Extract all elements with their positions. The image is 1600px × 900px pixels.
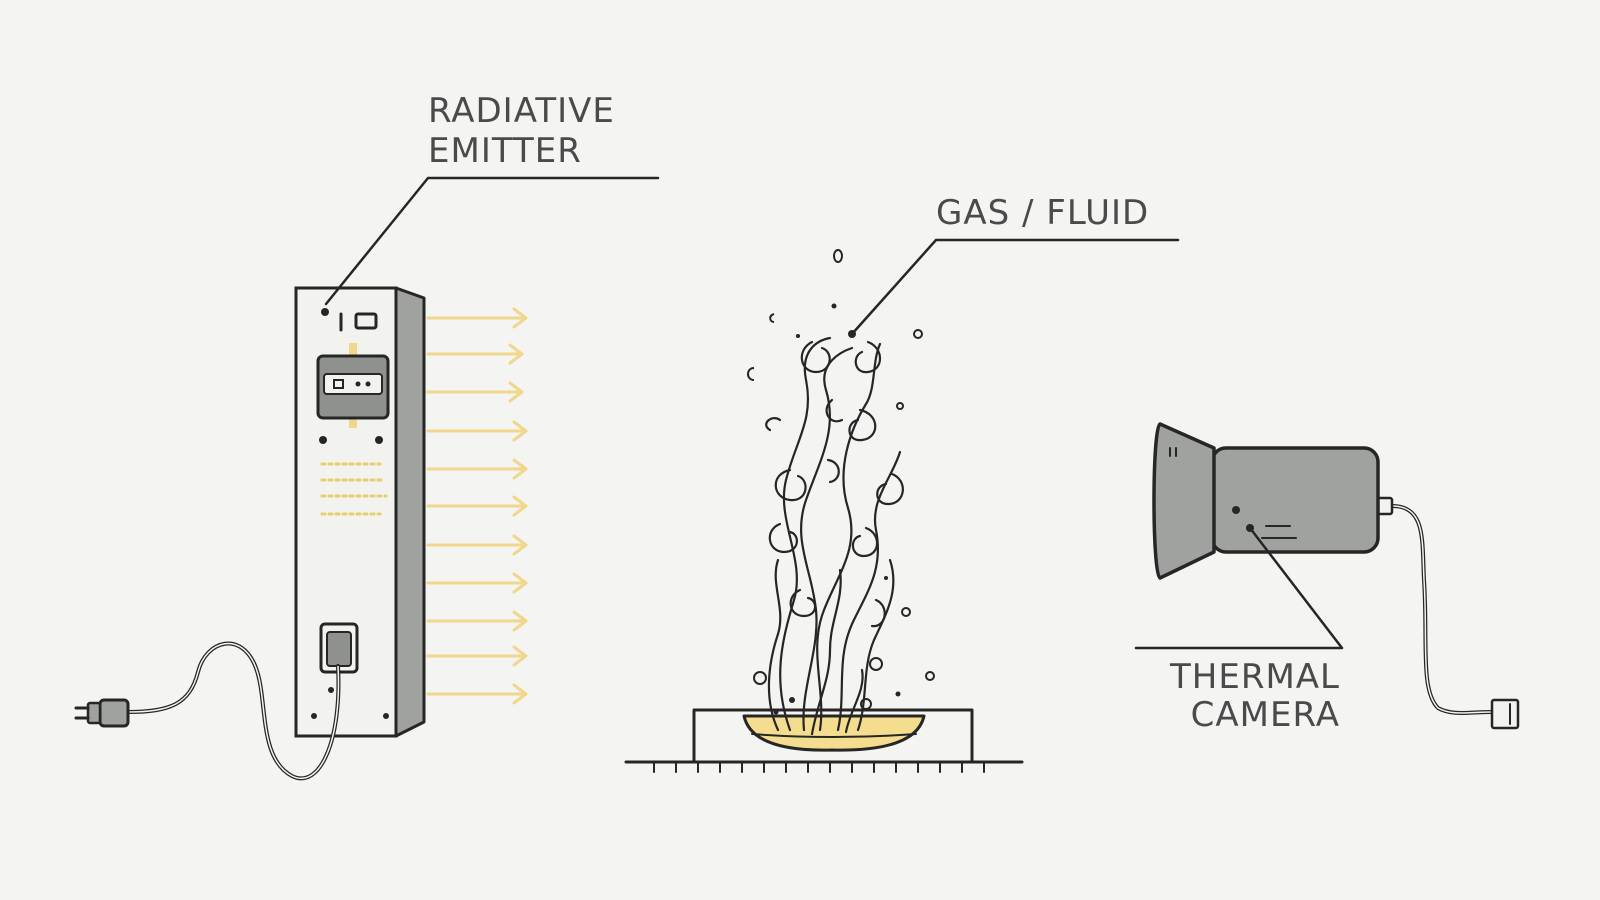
radiation-arrows-icon [426, 307, 528, 705]
power-plug-icon [74, 698, 130, 728]
thermal-camera-label: THERMAL CAMERA [1134, 526, 1344, 735]
camera-connector-icon [1490, 698, 1520, 730]
vent-slots-icon [320, 462, 388, 516]
camera-label-line2: CAMERA [1191, 695, 1340, 735]
radiative-emitter-label: RADIATIVE EMITTER [324, 91, 660, 306]
gas-fluid-label: GAS / FLUID [848, 193, 1180, 338]
gas-label-text: GAS / FLUID [936, 193, 1149, 233]
gas-leader-line [850, 238, 1180, 336]
camera-leader-line [1134, 526, 1344, 650]
emitter-label-line2: EMITTER [428, 131, 582, 171]
thermal-camera-icon [1152, 422, 1520, 730]
emitter-label-line1: RADIATIVE [428, 91, 615, 131]
emitter-leader-line [324, 176, 660, 306]
indicator-icon [354, 312, 378, 330]
camera-label-line1: THERMAL [1169, 657, 1340, 697]
gas-fluid-plume-icon [624, 249, 1024, 773]
radiative-emitter-icon [74, 286, 426, 781]
